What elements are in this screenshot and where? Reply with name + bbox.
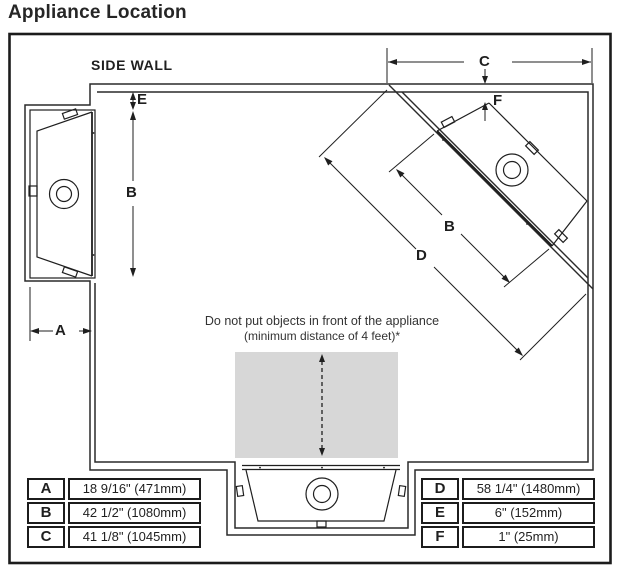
appliance-bottom-flue-inner — [312, 484, 332, 504]
dimension-d — [318, 89, 587, 361]
side-wall-label: SIDE WALL — [91, 57, 173, 73]
table-letter-cell: B — [27, 502, 65, 524]
appliance-left — [28, 108, 96, 279]
table-row: A 18 9/16" (471mm) — [27, 478, 201, 500]
dim-label-d: D — [416, 247, 427, 264]
dim-label-b-corner: B — [444, 218, 455, 235]
dimension-b-left — [130, 111, 136, 277]
table-value-cell: 41 1/8" (1045mm) — [68, 526, 201, 548]
appliance-bottom-flue-outer — [305, 477, 339, 511]
appliance-corner-right-side — [551, 200, 588, 247]
dim-label-a: A — [55, 322, 66, 339]
dim-label-f: F — [493, 92, 503, 109]
room-walls — [24, 83, 594, 536]
appliance-bottom-rear-tab — [316, 520, 327, 528]
appliance-left-casing — [29, 109, 96, 279]
appliance-left-top-tab — [61, 108, 79, 120]
corner-chase-front — [388, 84, 594, 290]
table-row: E 6" (152mm) — [421, 502, 595, 524]
appliance-corner-back — [488, 102, 588, 202]
appliance-bottom — [235, 464, 407, 528]
table-row: D 58 1/4" (1480mm) — [421, 478, 595, 500]
table-value-cell: 1" (25mm) — [462, 526, 595, 548]
keepout-zone — [235, 352, 398, 458]
table-letter-cell: C — [27, 526, 65, 548]
table-letter-cell: A — [27, 478, 65, 500]
figure-border — [8, 32, 612, 565]
appliance-corner-tab-back — [524, 140, 540, 156]
table-row: B 42 1/2" (1080mm) — [27, 502, 201, 524]
keepout-distance-arrow — [319, 354, 325, 456]
table-letter-cell: D — [421, 478, 459, 500]
dim-label-b-left: B — [126, 184, 137, 201]
arrowhead-down — [319, 448, 325, 456]
wall-outer-line — [24, 83, 594, 536]
appliance-bottom-right-tab — [397, 484, 407, 498]
dimension-a — [29, 287, 92, 341]
appliance-left-bottom-tab — [61, 266, 79, 278]
table-row: C 41 1/8" (1045mm) — [27, 526, 201, 548]
dim-label-c: C — [479, 53, 490, 70]
keepout-note-line1: Do not put objects in front of the appli… — [204, 314, 440, 328]
appliance-corner-front — [436, 130, 553, 247]
appliance-left-flue-outer — [48, 178, 80, 210]
dimension-table-left: A 18 9/16" (471mm) B 42 1/2" (1080mm) C … — [27, 478, 201, 548]
page-title: Appliance Location — [8, 2, 187, 23]
appliance-corner-flue-inner — [502, 160, 522, 180]
appliance-bottom-left-tab — [235, 484, 245, 498]
appliance-left-rear-tab — [28, 185, 38, 197]
table-value-cell: 42 1/2" (1080mm) — [68, 502, 201, 524]
table-letter-cell: F — [421, 526, 459, 548]
appliance-left-flue-inner — [55, 185, 73, 203]
table-row: F 1" (25mm) — [421, 526, 595, 548]
wall-inner-line — [94, 91, 589, 529]
dimension-f — [482, 69, 488, 121]
dimension-c — [386, 48, 593, 83]
dim-label-e: E — [137, 91, 148, 108]
keepout-note-line2: (minimum distance of 4 feet)* — [243, 329, 401, 343]
dimension-table-right: D 58 1/4" (1480mm) E 6" (152mm) F 1" (25… — [421, 478, 595, 548]
appliance-corner — [436, 102, 588, 247]
table-value-cell: 58 1/4" (1480mm) — [462, 478, 595, 500]
table-letter-cell: E — [421, 502, 459, 524]
appliance-left-firebox — [36, 111, 93, 277]
dimension-e — [130, 92, 136, 110]
arrowhead-up — [319, 354, 325, 362]
chase-front-inner-line — [401, 91, 589, 279]
dimension-b-corner — [388, 133, 550, 288]
table-value-cell: 6" (152mm) — [462, 502, 595, 524]
appliance-corner-flue-outer — [495, 153, 529, 187]
chase-front-outer-line — [388, 84, 594, 290]
table-value-cell: 18 9/16" (471mm) — [68, 478, 201, 500]
appliance-corner-tab-bottom — [553, 228, 569, 244]
appliance-corner-tab-top — [440, 115, 456, 129]
